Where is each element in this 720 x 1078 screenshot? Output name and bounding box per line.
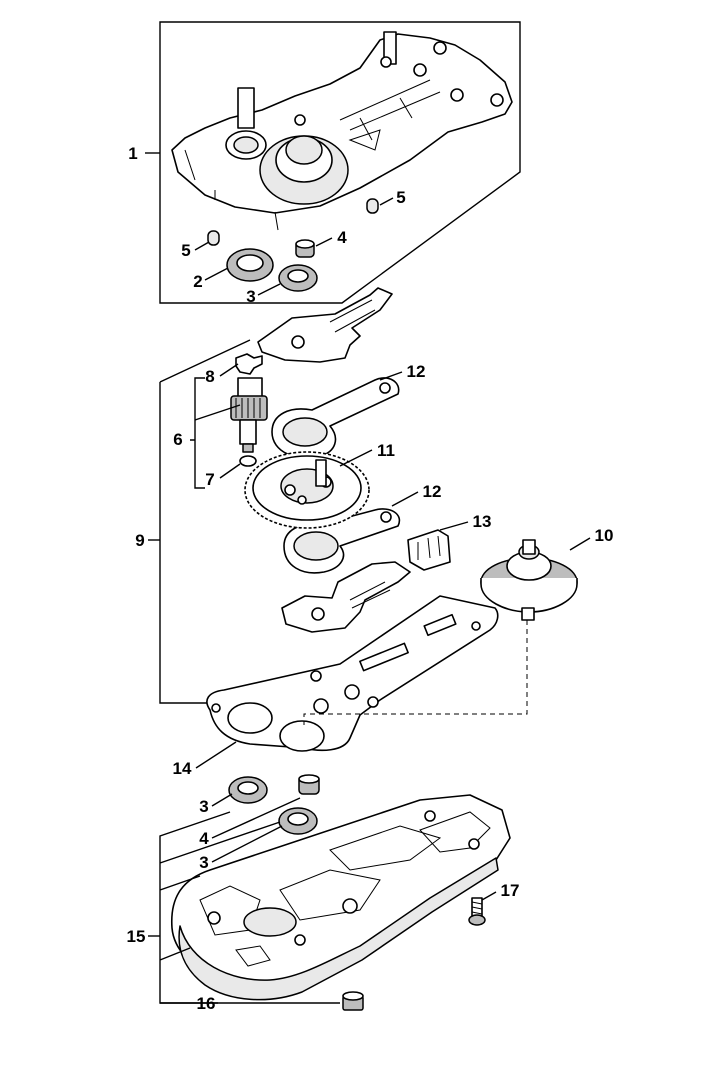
leader-5a <box>379 197 394 206</box>
needle-bearing-part-4b <box>298 774 320 795</box>
ball-bearing-part-2 <box>226 248 274 282</box>
leader-10 <box>569 537 591 551</box>
gasket-part-14 <box>206 595 499 752</box>
gear-housing-part <box>171 31 513 231</box>
leader-4a <box>315 237 333 247</box>
callout-12a: 12 <box>407 362 426 381</box>
leader-11 <box>339 449 373 467</box>
callout-14: 14 <box>173 759 192 778</box>
leader-8 <box>219 363 239 377</box>
ball-bearing-part-3c <box>278 807 318 835</box>
ball-bearing-part-3b <box>228 776 268 804</box>
callout-4a: 4 <box>337 228 347 247</box>
lower-cover-plate <box>281 561 411 633</box>
leader-12b <box>391 491 419 507</box>
leader-3b <box>211 793 233 807</box>
leader-3a <box>257 283 281 296</box>
callout-6: 6 <box>173 430 182 449</box>
leader-14 <box>195 741 237 769</box>
callout-10: 10 <box>595 526 614 545</box>
o-ring-part-7 <box>239 455 257 467</box>
bracket-6 <box>190 377 205 489</box>
callout-2: 2 <box>193 272 202 291</box>
callout-9: 9 <box>135 531 144 550</box>
callout-7: 7 <box>205 470 214 489</box>
ball-bearing-part-3a <box>278 264 318 292</box>
leader-7 <box>219 463 241 479</box>
plug-part-16 <box>342 991 364 1011</box>
callout-5b: 5 <box>181 241 190 260</box>
bracket-15 <box>159 811 340 1004</box>
callout-5a: 5 <box>396 188 405 207</box>
needle-bearing-part-4a <box>295 239 315 258</box>
alignment-dashed-line <box>303 620 528 725</box>
callout-1: 1 <box>128 144 137 163</box>
callout-12b: 12 <box>423 482 442 501</box>
leader-12a <box>379 371 403 381</box>
callout-17: 17 <box>501 881 520 900</box>
callout-4b: 4 <box>199 829 209 848</box>
bearing-arm-part-12a <box>271 377 400 459</box>
coupling-part-8 <box>235 353 263 375</box>
callout-11: 11 <box>377 441 395 460</box>
assembly-frame-1 <box>159 21 521 304</box>
bottom-housing-part-15 <box>170 794 511 1001</box>
large-gear-part-11 <box>244 451 370 529</box>
leader-2 <box>204 267 229 281</box>
leader-4b <box>211 797 301 839</box>
callout-8: 8 <box>205 367 214 386</box>
pin-part-5b <box>207 230 220 246</box>
callout-15: 15 <box>127 927 146 946</box>
callout-13: 13 <box>473 512 492 531</box>
leader-13 <box>439 521 469 531</box>
upper-cover-plate <box>257 287 393 363</box>
leader-6 <box>194 404 241 421</box>
pin-part-5a <box>366 198 379 214</box>
leader-5b <box>194 241 210 251</box>
callout-3a: 3 <box>246 287 255 306</box>
callout-16: 16 <box>197 994 216 1013</box>
leader-17 <box>481 891 497 901</box>
drive-gear-part-10 <box>480 539 578 621</box>
callout-3b: 3 <box>199 797 208 816</box>
screw-part-17 <box>468 897 486 926</box>
pinion-shaft-part-6 <box>230 377 268 453</box>
clip-part-13 <box>407 529 451 571</box>
callout-3c: 3 <box>199 853 208 872</box>
leader-3c <box>211 825 283 863</box>
